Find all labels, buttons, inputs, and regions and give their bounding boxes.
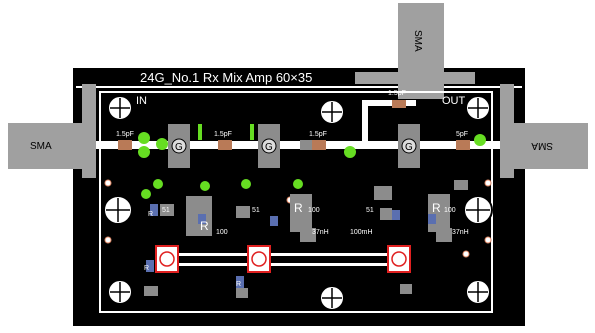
sma-left-flange (82, 84, 96, 178)
board-title: 24G_No.1 Rx Mix Amp 60×35 (140, 70, 312, 85)
resistor-mark: R (148, 211, 153, 218)
fet-mark: G (175, 142, 183, 153)
inductor-label: 100mH (350, 229, 373, 236)
sma-label-top: SMA (412, 30, 423, 52)
sma-label-right: SMA (531, 140, 553, 151)
cap-label: 5pF (456, 131, 468, 138)
cap-label: 1.5pF (388, 90, 406, 97)
resistor-label: 100 (444, 207, 456, 214)
red-markers (155, 245, 411, 273)
resistor-label: 51 (252, 207, 260, 214)
cap-label: 1.5pF (214, 131, 232, 138)
title-separator (76, 86, 522, 88)
fet-mark: G (265, 142, 273, 153)
sma-right-flange (500, 84, 514, 178)
rf-trace-top-stub (362, 100, 368, 145)
mount-hole-crosses (106, 98, 490, 308)
resistor-label: 100 (308, 207, 320, 214)
bias-line-2 (155, 263, 405, 266)
resistor-label: 51 (366, 207, 374, 214)
fet-mark: G (405, 142, 413, 153)
inductor-label: 37nH (452, 229, 469, 236)
fet-gate-circles (171, 138, 417, 154)
blue-components (146, 204, 436, 288)
bottom-pads (144, 180, 468, 298)
rf-trace-main (96, 141, 500, 149)
resistor-label: 100 (216, 229, 228, 236)
via-holes (138, 124, 486, 199)
resistor-label: 51 (162, 207, 170, 214)
ground-frame (99, 91, 493, 313)
resistor-mark: R (432, 201, 441, 215)
cap-label: 1.5pF (116, 131, 134, 138)
resistor-mark: R (294, 201, 303, 215)
bias-line-1 (155, 253, 405, 256)
cap-label: 1.5pF (309, 131, 327, 138)
out-label: OUT (442, 95, 466, 107)
resistor-mark: R (236, 281, 241, 288)
sma-label-left: SMA (30, 141, 52, 152)
capacitor-pads (118, 100, 470, 150)
in-label: IN (136, 95, 147, 107)
resistor-mark: R (200, 219, 209, 233)
sma-connector-right (500, 123, 588, 169)
inductor-label: 37nH (312, 229, 329, 236)
sma-top-flange (355, 72, 475, 84)
sma-connector-left (8, 123, 96, 169)
resistor-mark: R (144, 265, 149, 272)
